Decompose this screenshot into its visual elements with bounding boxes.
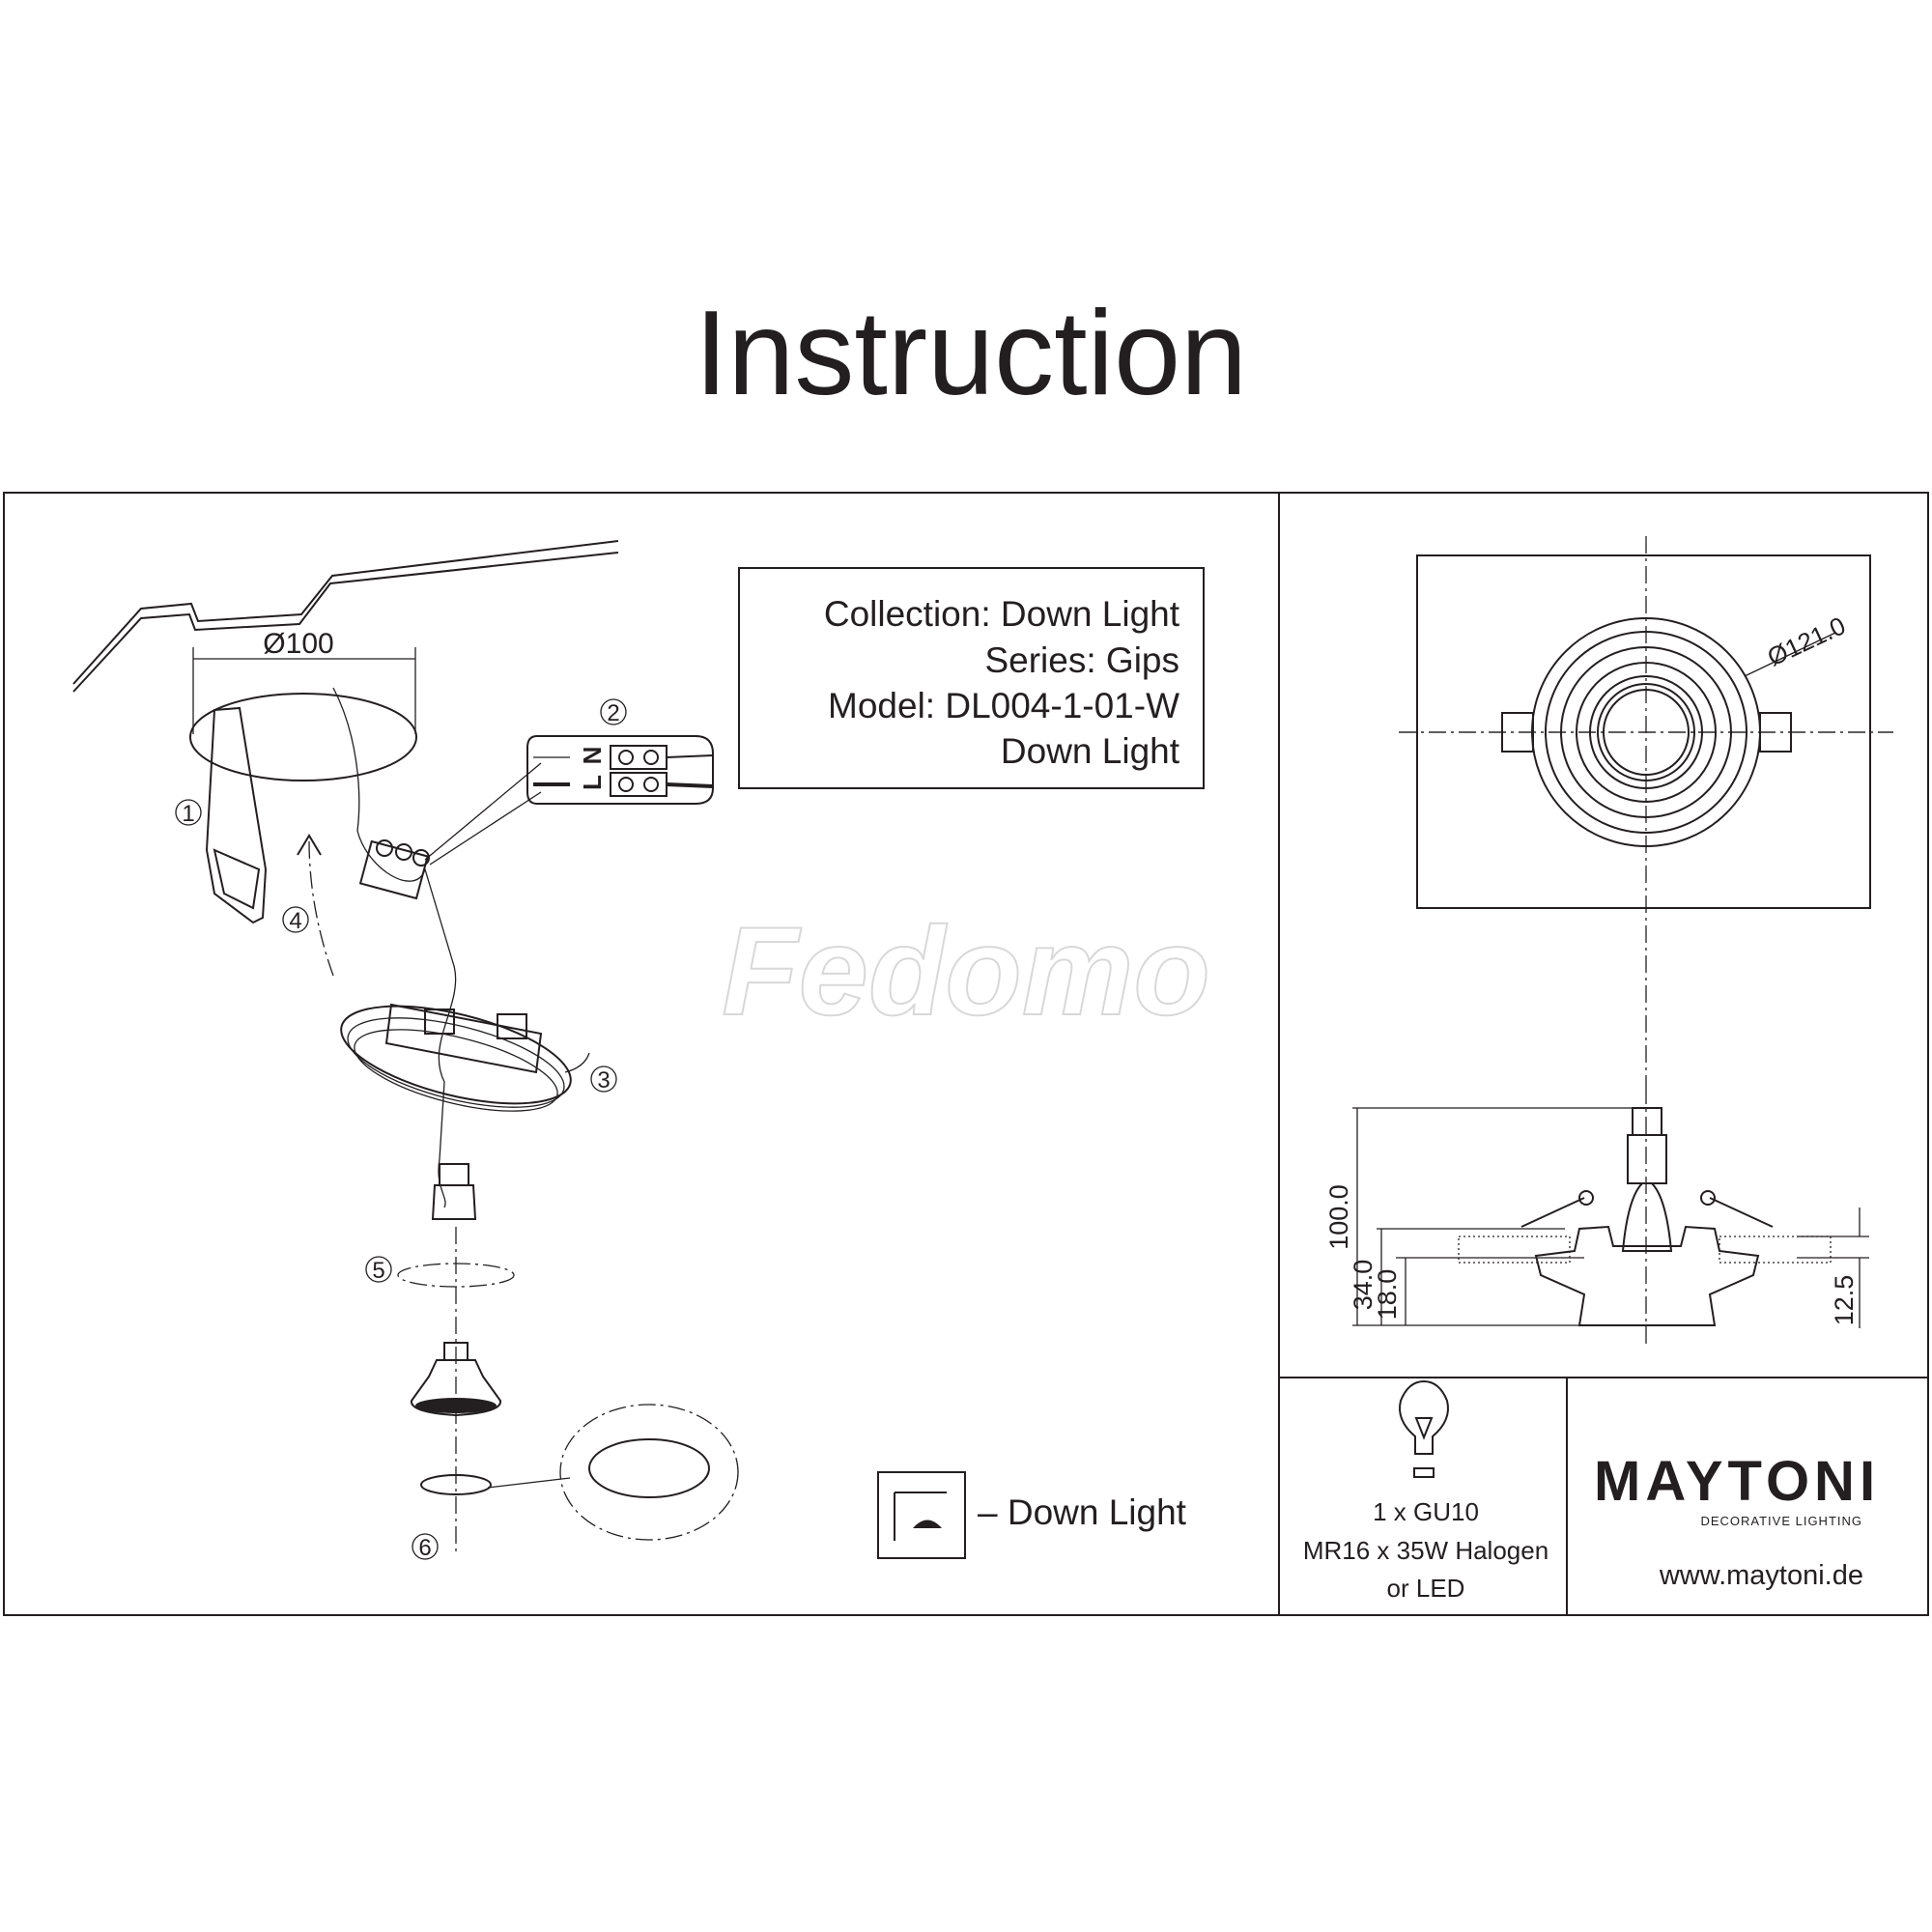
step-2-label: 2 [607,700,619,726]
series-text: Series: Gips [984,640,1179,680]
dim-ceiling-12-5: 12.5 [1830,1275,1859,1326]
top-view-drawing: Ø121.0 [1399,536,1893,1087]
type-text: Down Light [1001,731,1180,771]
twist-arrow [397,1263,515,1288]
step-4-label: 4 [289,908,301,934]
terminal-connector [358,839,430,900]
terminal-n-label: N [578,747,607,765]
dim-height-total: 100.0 [1324,1184,1353,1250]
brand-website[interactable]: www.maytoni.de [1659,1560,1863,1591]
brand-logo: MAYTONI [1594,1450,1880,1513]
gu10-bulb [411,1342,501,1417]
terminal-l-label: L [578,775,607,790]
bulb-icon [1399,1379,1449,1478]
lamp-alt: or LED [1387,1574,1465,1603]
lamp-spec: 1 x GU10 MR16 x 35W Halogen or LED [1303,1379,1548,1603]
watermark: Fedomo [722,900,1210,1041]
terminal-block-detail: N L [526,735,714,805]
step-labels: 1 2 3 4 5 6 [175,698,627,1561]
ceiling-hole [189,693,417,781]
step-1-label: 1 [182,801,194,827]
collection-text: Collection: Down Light [824,594,1180,634]
dim-height-18: 18.0 [1373,1269,1402,1321]
step-5-label: 5 [372,1258,384,1284]
legend: – Down Light [877,1471,1187,1559]
hole-diameter-label: Ø100 [263,628,333,660]
lamp-type: MR16 x 35W Halogen [1303,1536,1548,1565]
ring-detail [559,1404,739,1541]
rotate-up-arrow [308,839,334,977]
down-light-icon [877,1471,966,1559]
retaining-ring [420,1474,492,1495]
brand-tagline: DECORATIVE LIGHTING [1700,1514,1862,1528]
dim-height-34: 34.0 [1349,1260,1378,1311]
page-title: Instruction [695,287,1247,420]
step-3-label: 3 [597,1067,610,1094]
step-6-label: 6 [418,1535,431,1561]
fixture-body [340,1003,572,1112]
installation-diagram: Ø100 N L [72,540,739,1561]
info-box: Collection: Down Light Series: Gips Mode… [738,567,1205,789]
top-diameter-label: Ø121.0 [1763,611,1850,671]
brand-block: MAYTONI DECORATIVE LIGHTING www.maytoni.… [1594,1450,1880,1591]
spring-arrow [564,1052,590,1073]
legend-label: – Down Light [978,1492,1187,1532]
model-text: Model: DL004-1-01-W [828,686,1179,725]
saw-icon [205,706,268,924]
lamp-socket [431,1163,477,1220]
side-view-drawing: 100.0 34.0 18.0 12.5 [1324,1087,1869,1348]
outer-frame [3,492,1929,1616]
lamp-count: 1 x GU10 [1373,1497,1479,1526]
